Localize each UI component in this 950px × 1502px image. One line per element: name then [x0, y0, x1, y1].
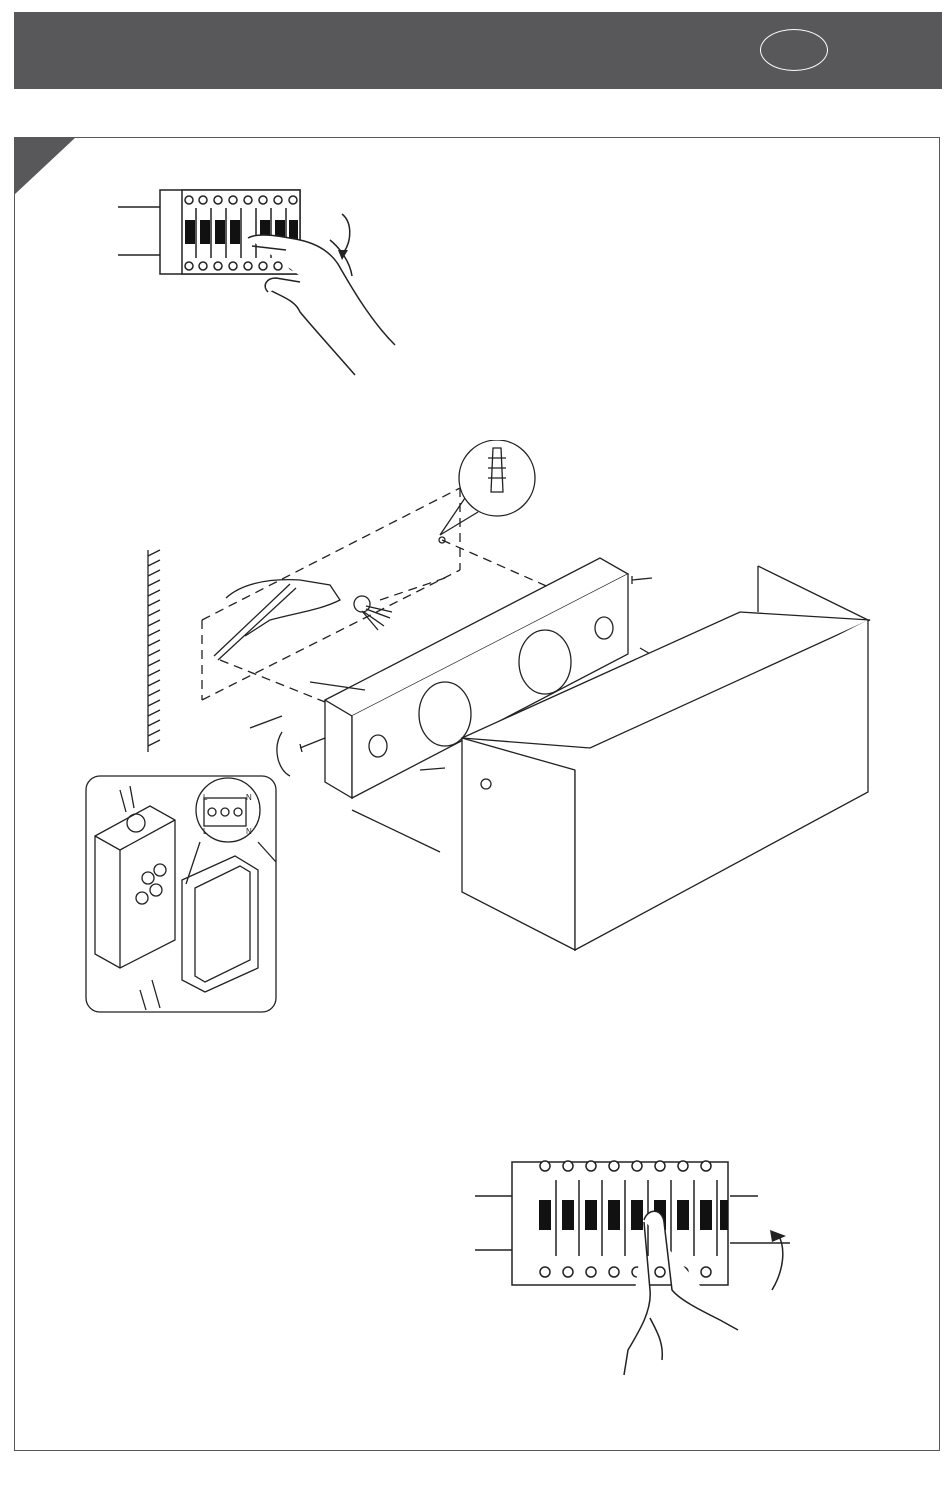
terminal-label-n-top: N: [246, 793, 252, 802]
terminal-label-n-bottom: N: [246, 827, 252, 836]
breaker-switch-off-illustration: [110, 180, 410, 380]
wall-mounting-illustration: L N L N: [84, 440, 884, 1020]
terminal-label-l-top: L: [203, 793, 208, 802]
breaker-switch-on-illustration: [470, 1150, 790, 1390]
terminal-label-l-bottom: L: [203, 827, 208, 836]
step-corner-tab: [14, 137, 78, 197]
language-badge: [760, 29, 828, 71]
